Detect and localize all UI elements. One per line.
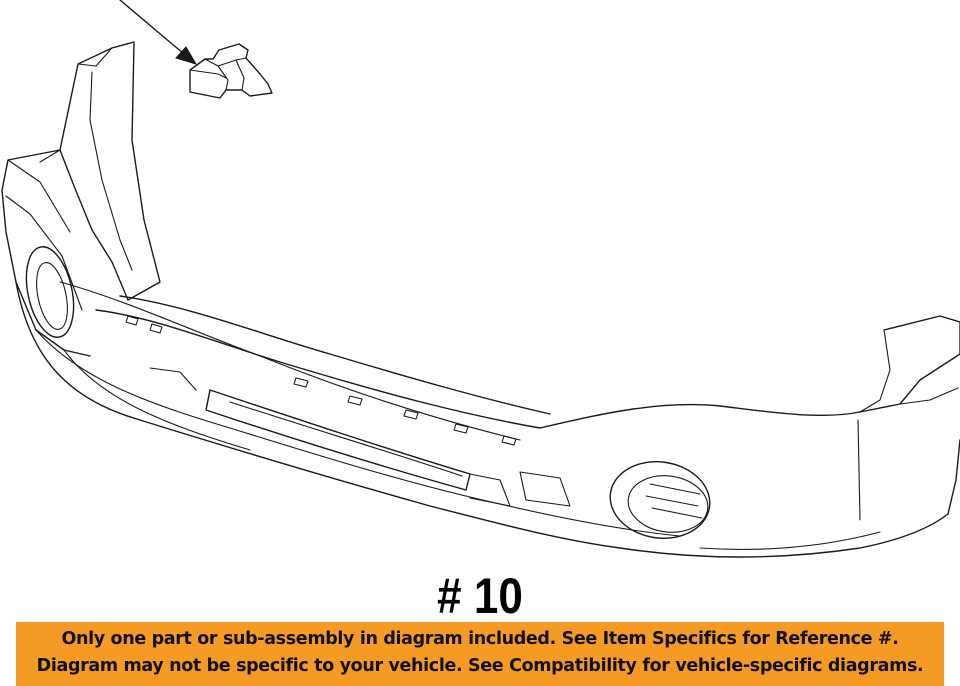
disclaimer-line-2: Diagram may not be specific to your vehi…: [36, 656, 924, 676]
disclaimer-line-1: Only one part or sub-assembly in diagram…: [61, 629, 899, 649]
reference-number: # 10: [437, 568, 523, 624]
bumper-cover-icon: [1, 41, 960, 558]
pointer-arrow-icon: [119, 0, 198, 65]
parts-diagram: [1, 0, 960, 558]
clip-slots: [125, 315, 517, 446]
disclaimer-banner: Only one part or sub-assembly in diagram…: [16, 622, 944, 686]
clip-icon: [189, 43, 273, 99]
